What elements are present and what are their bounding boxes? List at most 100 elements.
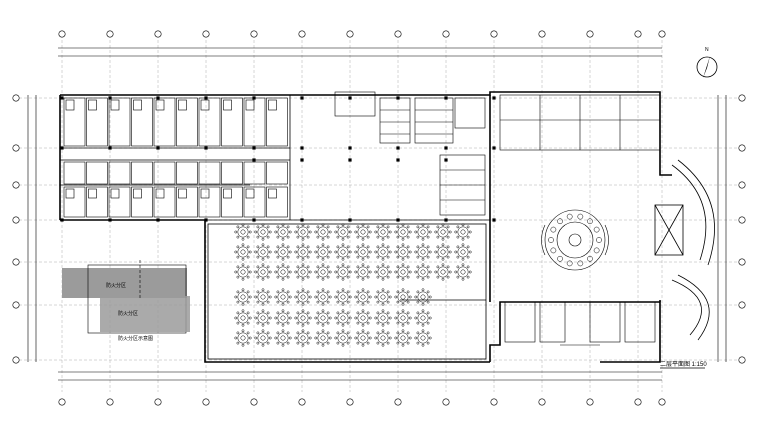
chair bbox=[336, 311, 340, 315]
bathroom bbox=[88, 99, 97, 111]
table-top bbox=[317, 246, 329, 258]
table-top bbox=[237, 291, 249, 303]
guest-room bbox=[131, 161, 153, 185]
round-table bbox=[374, 288, 392, 306]
chair bbox=[236, 321, 240, 325]
table-center bbox=[280, 269, 286, 275]
table-top bbox=[337, 312, 349, 324]
chair bbox=[366, 225, 370, 229]
chair bbox=[421, 257, 425, 261]
chair bbox=[396, 341, 400, 345]
chair bbox=[256, 235, 260, 239]
table-top bbox=[237, 266, 249, 278]
chair bbox=[401, 309, 405, 313]
lobby-seat bbox=[557, 255, 563, 262]
chair bbox=[256, 290, 260, 294]
chair bbox=[414, 295, 418, 299]
chair bbox=[301, 257, 305, 261]
round-table bbox=[254, 223, 272, 241]
table-top bbox=[357, 291, 369, 303]
chair bbox=[421, 323, 425, 327]
round-table bbox=[234, 329, 252, 347]
chair bbox=[236, 331, 240, 335]
table-top bbox=[337, 332, 349, 344]
chair bbox=[346, 275, 350, 279]
chair bbox=[286, 265, 290, 269]
chair bbox=[428, 295, 432, 299]
guest-room bbox=[266, 161, 288, 185]
chair bbox=[414, 230, 418, 234]
axis-bubble bbox=[738, 144, 746, 152]
chair bbox=[356, 225, 360, 229]
chair bbox=[321, 343, 325, 347]
chair bbox=[294, 250, 298, 254]
table-top bbox=[437, 266, 449, 278]
axis-bubble bbox=[738, 94, 746, 102]
guest-room bbox=[198, 186, 221, 218]
table-top bbox=[357, 266, 369, 278]
service-core bbox=[334, 91, 486, 216]
round-table bbox=[234, 288, 252, 306]
chair bbox=[308, 336, 312, 340]
chair bbox=[386, 255, 390, 259]
round-table bbox=[374, 263, 392, 281]
guest-room bbox=[176, 97, 198, 147]
table-center bbox=[380, 315, 386, 321]
fire-zone-2-hatch bbox=[100, 296, 190, 332]
chair bbox=[374, 336, 378, 340]
column bbox=[252, 218, 256, 222]
chair bbox=[401, 257, 405, 261]
chair bbox=[361, 343, 365, 347]
axis-bubble bbox=[12, 94, 20, 102]
chair bbox=[334, 270, 338, 274]
chair bbox=[341, 323, 345, 327]
chair bbox=[276, 275, 280, 279]
table-top bbox=[357, 332, 369, 344]
axis-bubble bbox=[442, 30, 450, 38]
chair bbox=[396, 235, 400, 239]
table-center bbox=[400, 335, 406, 341]
chair bbox=[394, 295, 398, 299]
chair bbox=[306, 255, 310, 259]
round-table bbox=[234, 263, 252, 281]
column bbox=[300, 146, 304, 150]
chair bbox=[408, 270, 412, 274]
chair bbox=[436, 225, 440, 229]
chair bbox=[346, 341, 350, 345]
round-table bbox=[314, 243, 332, 261]
lobby-seat bbox=[593, 226, 600, 233]
chair bbox=[421, 277, 425, 281]
chair bbox=[348, 316, 352, 320]
table-center bbox=[360, 229, 366, 235]
bathroom bbox=[245, 188, 255, 199]
round-table bbox=[254, 263, 272, 281]
chair bbox=[434, 270, 438, 274]
chair bbox=[281, 257, 285, 261]
chair bbox=[341, 257, 345, 261]
chair bbox=[236, 235, 240, 239]
chair bbox=[454, 230, 458, 234]
lobby-seat bbox=[596, 237, 602, 243]
lobby-feature bbox=[541, 209, 609, 271]
table-center bbox=[420, 249, 426, 255]
table-center bbox=[300, 294, 306, 300]
chair bbox=[408, 230, 412, 234]
column bbox=[300, 158, 304, 162]
round-table bbox=[354, 288, 372, 306]
axis-bubbles bbox=[12, 30, 746, 406]
chair bbox=[366, 255, 370, 259]
table-top bbox=[277, 266, 289, 278]
table-center bbox=[320, 294, 326, 300]
axis-bubble bbox=[738, 216, 746, 224]
axis-bubble bbox=[394, 30, 402, 38]
axis-bubble bbox=[346, 30, 354, 38]
column bbox=[492, 146, 496, 150]
chair bbox=[376, 275, 380, 279]
chair bbox=[266, 245, 270, 249]
chair bbox=[394, 250, 398, 254]
chair bbox=[354, 250, 358, 254]
axis-grid-vertical bbox=[61, 40, 663, 392]
axis-bubble bbox=[586, 398, 594, 406]
round-table bbox=[334, 223, 352, 241]
chair bbox=[406, 341, 410, 345]
